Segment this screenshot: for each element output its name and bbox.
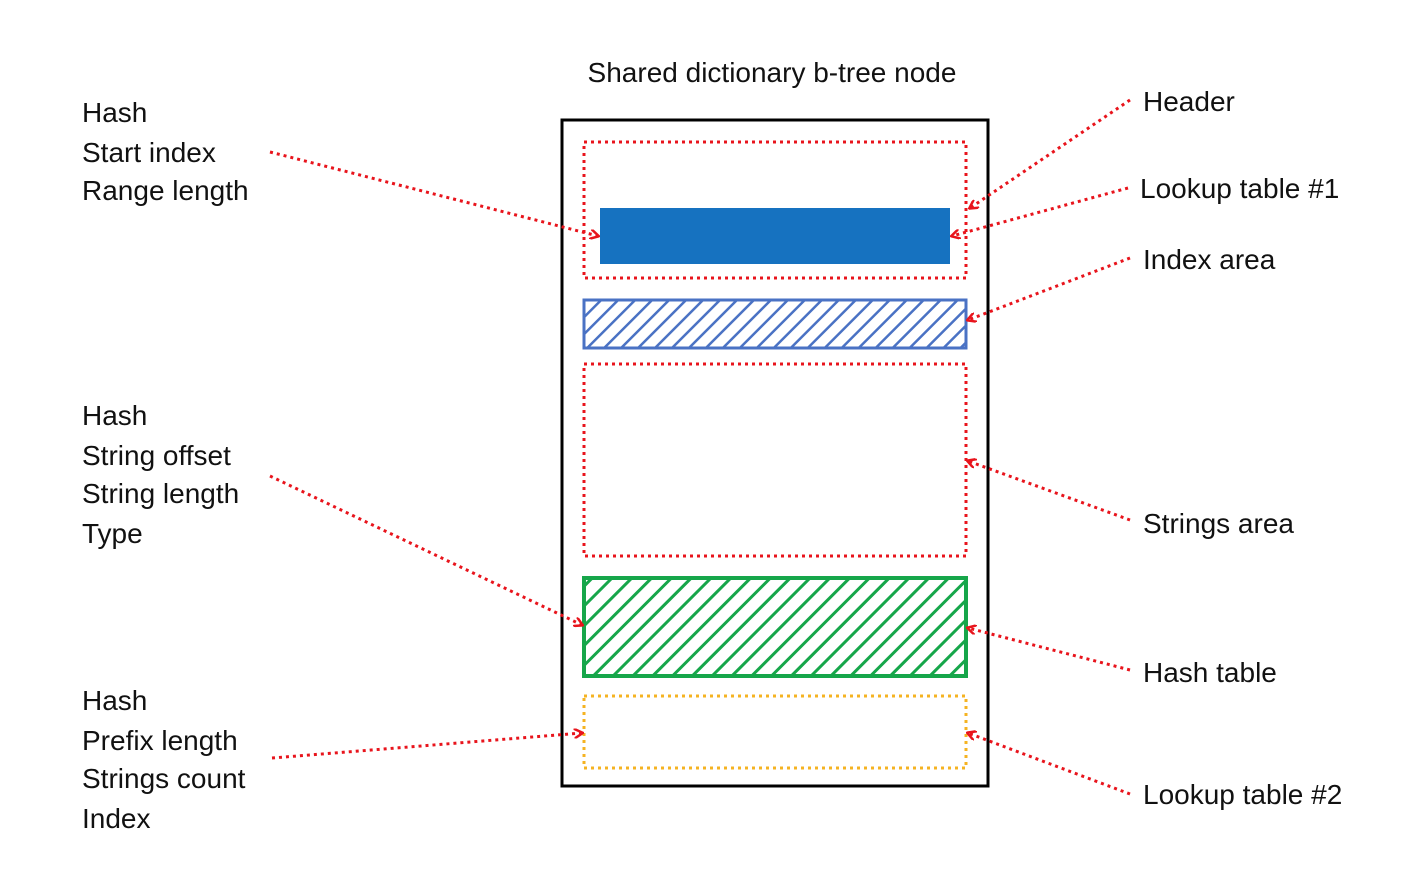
label-lookup-table-2: Lookup table #2	[1143, 779, 1342, 810]
field-range-length: Range length	[82, 175, 249, 206]
arrow-lookup-entry	[269, 150, 598, 236]
lookup-entry-fields: Hash Start index Range length	[82, 97, 249, 206]
lookup-table-2-region	[582, 694, 968, 770]
hash-entry-fields: Hash String offset String length Type	[82, 400, 247, 549]
arrow-header	[970, 98, 1131, 208]
arrow-index-area	[968, 256, 1131, 320]
arrow-lookup-table-1	[952, 186, 1129, 236]
arrow-strings-area	[968, 461, 1131, 522]
field-string-length: String length	[82, 478, 239, 509]
lookup2-entry-fields: Hash Prefix length Strings count Index	[82, 685, 253, 834]
field-prefix-length: Prefix length	[82, 725, 238, 756]
field-start-index: Start index	[82, 137, 216, 168]
field-string-offset: String offset	[82, 440, 231, 471]
field-hash: Hash	[82, 685, 147, 716]
header-region	[582, 140, 968, 280]
label-header: Header	[1143, 86, 1235, 117]
label-strings-area: Strings area	[1143, 508, 1294, 539]
arrow-hash-entry	[269, 474, 582, 625]
field-type: Type	[82, 518, 143, 549]
index-area-block	[582, 298, 968, 350]
lookup-table-1-block	[600, 208, 950, 264]
label-hash-table: Hash table	[1143, 657, 1277, 688]
field-hash: Hash	[82, 97, 147, 128]
btree-node-box	[560, 118, 990, 788]
field-hash: Hash	[82, 400, 147, 431]
arrow-hash-table	[968, 628, 1131, 672]
field-strings-count: Strings count	[82, 763, 246, 794]
strings-area-region	[582, 362, 968, 558]
hash-table-block	[582, 576, 968, 678]
diagram-title: Shared dictionary b-tree node	[588, 57, 957, 88]
arrow-lookup2-entry	[271, 733, 582, 760]
label-index-area: Index area	[1143, 244, 1276, 275]
arrow-lookup-table-2	[968, 733, 1131, 796]
label-lookup-table-1: Lookup table #1	[1140, 173, 1339, 204]
field-index: Index	[82, 803, 151, 834]
